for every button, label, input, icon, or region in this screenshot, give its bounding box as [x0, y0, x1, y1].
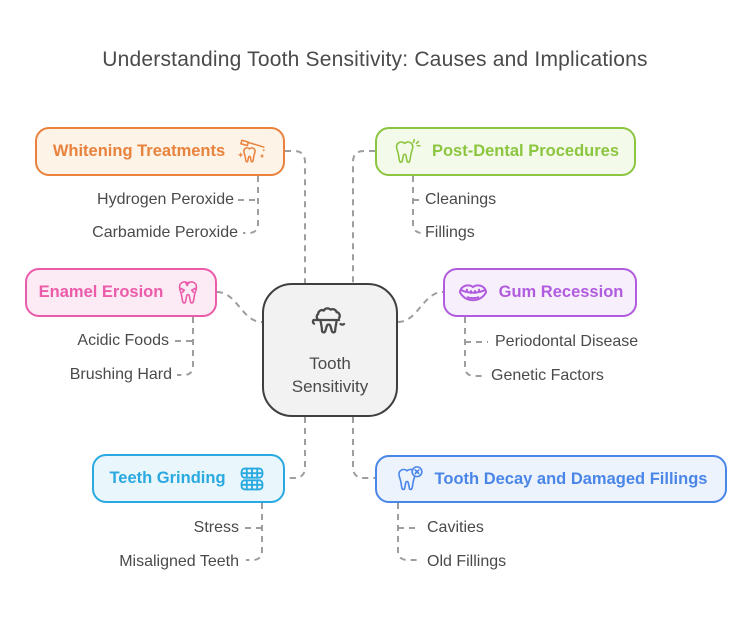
node-gum-recession: Gum Recession — [443, 268, 637, 317]
connector-gum-children — [464, 317, 485, 377]
node-teeth-grinding: Teeth Grinding — [92, 454, 285, 503]
tooth-whitening-icon — [235, 136, 267, 168]
node-label: Teeth Grinding — [109, 469, 226, 487]
connector-decay-children — [397, 503, 420, 561]
connector-enamel-children — [177, 317, 194, 376]
center-label-line2: Sensitivity — [291, 377, 369, 396]
connector-gum — [397, 291, 444, 323]
child-periodontal-disease: Periodontal Disease — [495, 333, 639, 350]
page-title: Understanding Tooth Sensitivity: Causes … — [102, 48, 648, 71]
child-hydrogen-peroxide: Hydrogen Peroxide — [97, 191, 234, 208]
connector-decay — [352, 417, 375, 479]
child-acidic-foods: Acidic Foods — [77, 332, 169, 349]
node-enamel-erosion: Enamel Erosion — [25, 268, 217, 317]
sensitive-tooth-icon — [307, 302, 353, 344]
center-label-line1: Tooth — [309, 354, 351, 373]
child-stress: Stress — [193, 519, 239, 536]
connector-enamel — [216, 291, 263, 323]
node-tooth-decay-and-damaged-fillings: Tooth Decay and Damaged Fillings — [375, 455, 727, 503]
tooth-sparkle-icon — [392, 137, 422, 167]
child-carbamide-peroxide: Carbamide Peroxide — [92, 224, 238, 241]
child-cavities: Cavities — [427, 519, 484, 536]
tooth-erosion-icon — [173, 278, 203, 308]
node-label: Tooth Decay and Damaged Fillings — [434, 469, 708, 488]
connector-grinding — [285, 417, 306, 479]
node-label: Post-Dental Procedures — [431, 142, 620, 160]
tooth-decay-icon — [395, 464, 425, 494]
connector-postdental-children — [412, 176, 424, 234]
center-node-tooth-sensitivity: Tooth Sensitivity — [262, 283, 398, 417]
gums-icon — [457, 277, 489, 309]
connector-whitening — [285, 150, 306, 283]
node-label: Gum Recession — [498, 283, 624, 301]
child-genetic-factors: Genetic Factors — [491, 367, 604, 384]
child-cleanings: Cleanings — [425, 191, 497, 208]
connector-postdental — [352, 150, 375, 283]
node-label: Whitening Treatments — [52, 142, 226, 160]
connector-whitening-children — [243, 176, 259, 234]
child-old-fillings: Old Fillings — [427, 553, 507, 570]
child-fillings: Fillings — [425, 224, 475, 241]
node-label: Enamel Erosion — [38, 283, 164, 301]
connector-grinding-children — [246, 503, 263, 561]
teeth-grinding-icon — [236, 463, 268, 495]
center-node-label: Tooth Sensitivity — [292, 352, 369, 398]
child-misaligned-teeth: Misaligned Teeth — [119, 553, 239, 570]
node-post-dental-procedures: Post-Dental Procedures — [375, 127, 636, 176]
child-brushing-hard: Brushing Hard — [69, 366, 172, 383]
node-whitening-treatments: Whitening Treatments — [35, 127, 285, 176]
